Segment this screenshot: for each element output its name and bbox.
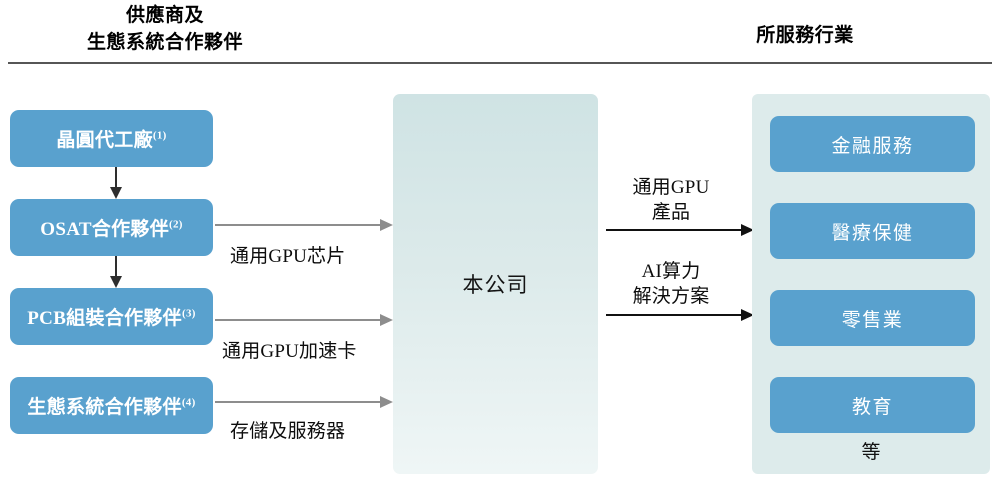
industry-panel: 金融服務 醫療保健 零售業 教育 等	[752, 94, 990, 474]
arrow-shaft	[115, 256, 117, 278]
supplier-box-pcb[interactable]: PCB組裝合作夥伴(3)	[10, 288, 213, 345]
supplier-box-ecosystem[interactable]: 生態系統合作夥伴(4)	[10, 377, 213, 434]
arrow-shaft	[215, 224, 381, 226]
flow-label-gpu-products-line2: 產品	[651, 202, 691, 223]
flow-label-gpu-products-line1: 通用GPU	[632, 177, 710, 198]
arrow-shaft	[115, 167, 117, 189]
header-industries: 所服務行業	[756, 25, 854, 46]
flow-arrow-icon-storage-server	[215, 396, 393, 408]
arrow-head	[110, 276, 122, 288]
header-suppliers: 供應商及 生態系統合作夥伴	[0, 2, 330, 56]
supplier-footnote-ecosystem: (4)	[181, 396, 196, 409]
industry-box-healthcare[interactable]: 醫療保健	[770, 203, 975, 259]
flow-label-gpu-chip: 通用GPU芯片	[230, 246, 346, 267]
flow-arrow-icon-gpu-card	[215, 314, 393, 326]
supplier-label-pcb: PCB組裝合作夥伴	[27, 308, 182, 329]
flow-arrow-icon-gpu-products	[606, 224, 754, 236]
header-suppliers-line2: 生態系統合作夥伴	[86, 32, 243, 53]
arrow-head	[110, 187, 122, 199]
flow-label-gpu-products: 通用GPU 產品	[606, 175, 736, 225]
arrow-head	[380, 219, 393, 231]
industry-box-education[interactable]: 教育	[770, 377, 975, 433]
arrow-shaft	[606, 229, 742, 231]
supplier-footnote-pcb: (3)	[181, 307, 196, 320]
arrow-shaft	[215, 319, 381, 321]
header-suppliers-line1: 供應商及	[125, 5, 204, 26]
supplier-label-foundry: 晶圓代工廠	[56, 130, 153, 151]
industry-box-retail[interactable]: 零售業	[770, 290, 975, 346]
flow-label-storage-server: 存儲及服務器	[230, 421, 346, 442]
flow-arrow-icon-gpu-chip	[215, 219, 393, 231]
arrow-head	[741, 224, 754, 236]
industry-etc-label: 等	[861, 442, 881, 463]
arrow-head	[741, 309, 754, 321]
company-box[interactable]: 本公司	[393, 94, 598, 474]
flow-label-ai-compute-solution-line2: 解決方案	[632, 286, 710, 307]
arrow-head	[380, 314, 393, 326]
down-arrow-icon-osat-to-pcb	[109, 256, 123, 288]
flow-label-ai-compute-solution: AI算力 解決方案	[606, 259, 736, 309]
supplier-label-ecosystem: 生態系統合作夥伴	[27, 397, 182, 418]
supplier-footnote-foundry: (1)	[152, 129, 167, 142]
arrow-head	[380, 396, 393, 408]
supplier-box-foundry[interactable]: 晶圓代工廠(1)	[10, 110, 213, 167]
supplier-label-osat: OSAT合作夥伴	[40, 219, 169, 240]
supplier-footnote-osat: (2)	[169, 218, 183, 231]
supplier-box-osat[interactable]: OSAT合作夥伴(2)	[10, 199, 213, 256]
industry-box-financial-services[interactable]: 金融服務	[770, 116, 975, 172]
flow-arrow-icon-ai-compute-solution	[606, 309, 754, 321]
flow-label-ai-compute-solution-line1: AI算力	[641, 261, 701, 282]
header-divider-line	[8, 62, 992, 64]
arrow-shaft	[215, 401, 381, 403]
company-label: 本公司	[462, 273, 529, 297]
flow-label-gpu-card: 通用GPU加速卡	[222, 341, 357, 362]
arrow-shaft	[606, 314, 742, 316]
down-arrow-icon-foundry-to-osat	[109, 167, 123, 199]
